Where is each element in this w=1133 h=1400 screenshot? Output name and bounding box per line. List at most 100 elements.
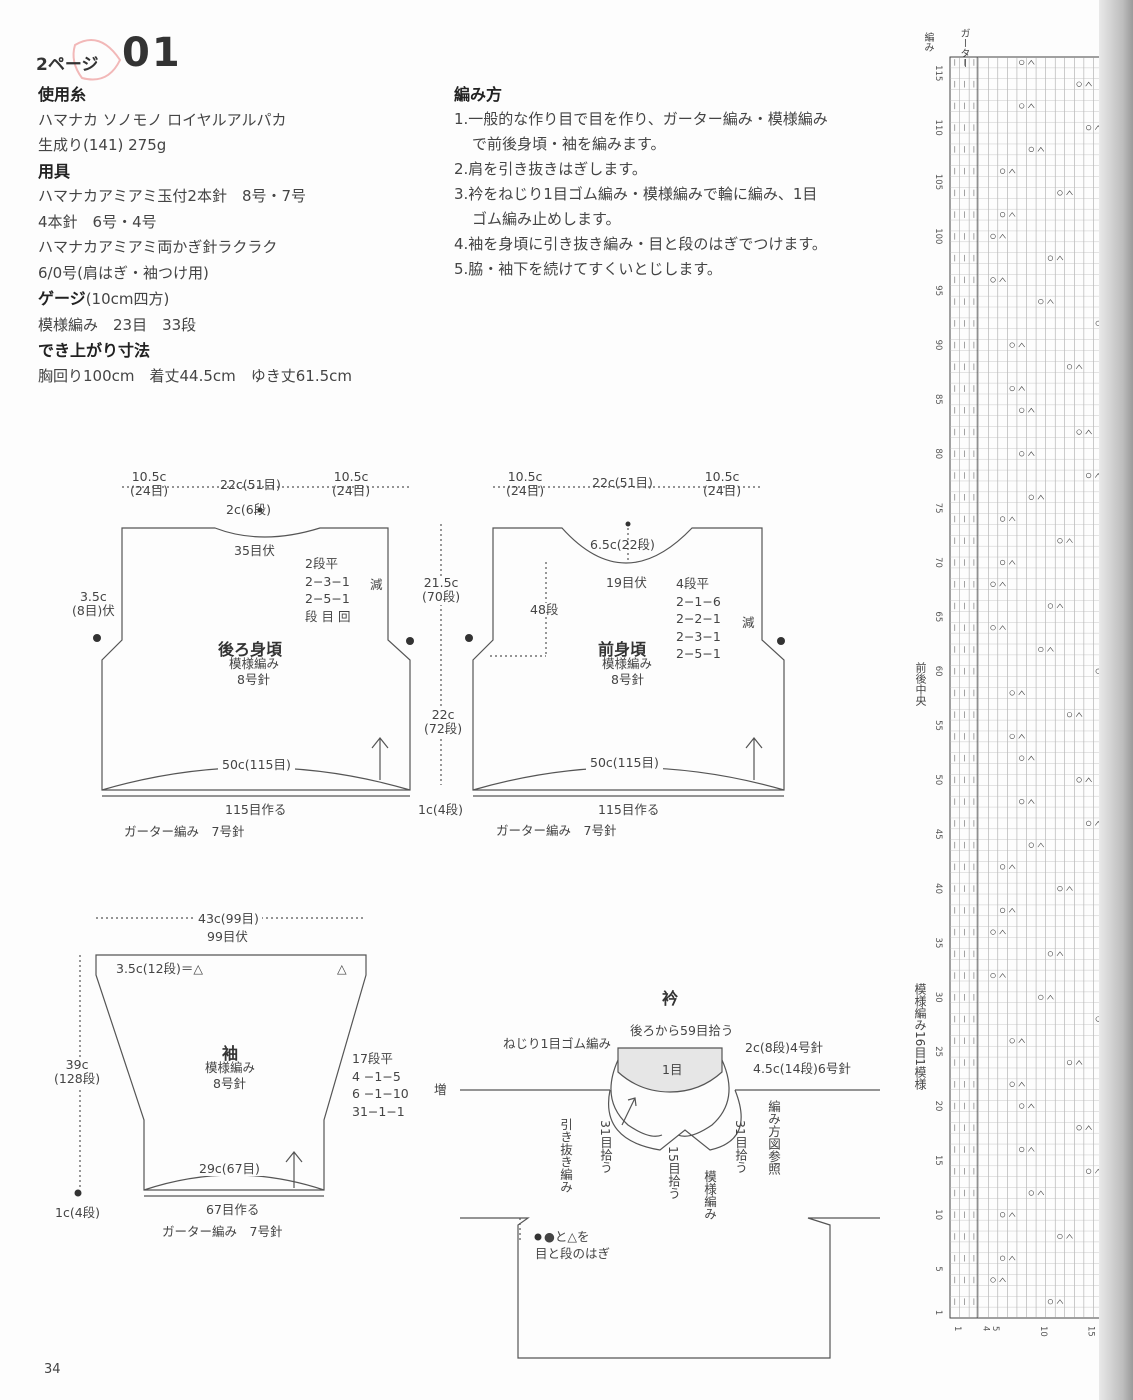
chart-decrease [1056, 255, 1064, 261]
chart-yarn-over [1066, 364, 1073, 370]
chart-decrease [1008, 168, 1016, 174]
chart-yarn-over [1086, 125, 1092, 131]
yarn-heading: 使用糸 [38, 85, 87, 104]
yarn-line: ハマナカ ソノモノ ロイヤルアルパカ [38, 110, 287, 129]
step-2: 2.肩を引き抜きはぎします。 [454, 160, 647, 178]
chart-decrease [1085, 81, 1092, 87]
chart-yarn-over [1057, 886, 1063, 892]
chart-yarn-over [1009, 385, 1015, 392]
chart-decrease [999, 625, 1006, 630]
chart-yarn-over [1009, 690, 1015, 696]
chart-decrease [1066, 886, 1073, 891]
back-width-left: 10.5c(24目) [130, 469, 169, 499]
chart-decrease [1028, 1147, 1035, 1152]
front-width-left: 10.5c(24目) [506, 469, 545, 499]
chart-decrease [1075, 1060, 1083, 1065]
page-reference: 2ページ [36, 55, 99, 75]
chart-repeat-label: 模様編み16目1模様 [913, 983, 927, 1090]
back-decrease-label: 減 [370, 577, 383, 592]
chart-row-label: 75 [933, 503, 943, 514]
chart-decrease [1008, 864, 1016, 870]
chart-yarn-over [1047, 603, 1054, 609]
chart-row-label: 95 [933, 285, 943, 296]
chart-yarn-over [990, 581, 996, 587]
chart-yarn-over [1076, 81, 1082, 87]
chart-yarn-over [999, 168, 1006, 174]
gauge-line: 模様編み 23目 33段 [38, 315, 197, 334]
chart-center-label: 前後中央 [914, 662, 927, 706]
size-heading: でき上がり寸法 [38, 341, 151, 360]
chart-decrease [1008, 907, 1016, 913]
step-4: 4.袖を身頃に引き抜き編み・目と段のはぎでつけます。 [454, 235, 827, 253]
chart-decrease [1028, 407, 1035, 413]
chart-col-label: 15 [1086, 1326, 1096, 1337]
chart-yarn-over [1028, 842, 1034, 848]
collar-reference: 編み方図参照 [766, 1100, 781, 1175]
chart-row-label: 100 [933, 228, 943, 244]
chart-decrease [1008, 559, 1016, 565]
chart-decrease [1037, 1190, 1045, 1196]
chart-row-label: 50 [933, 774, 943, 785]
collar-pick-back: 後ろから59目拾う [630, 1023, 734, 1038]
back-neck-bindoff: 35目伏 [234, 543, 275, 558]
chart-decrease [1047, 299, 1054, 304]
chart-col-label: 4 [980, 1326, 990, 1331]
step-1-cont: で前後身頃・袖を編みます。 [472, 135, 666, 153]
size-line: 胸回り100cm 着丈44.5cm ゆき丈61.5cm [38, 366, 353, 385]
front-garter: ガーター編み 7号針 [496, 823, 617, 838]
chart-yarn-over [1038, 646, 1044, 653]
tools-heading: 用具 [38, 161, 71, 181]
chart-yarn-over [1086, 472, 1092, 479]
chart-row-label: 115 [933, 65, 943, 81]
collar-rib: ねじり1目ゴム編み [503, 1036, 611, 1051]
front-width-mid: 22c(51目) [592, 475, 653, 490]
chart-row-label: 55 [933, 720, 943, 731]
chart-yarn-over [999, 1212, 1006, 1218]
yarn-line: 生成り(141) 275g [38, 136, 167, 154]
chart-row-label: 15 [933, 1155, 943, 1166]
chart-yarn-over [1057, 1233, 1063, 1240]
sleeve-top-width: 43c(99目) [195, 911, 262, 927]
chart-decrease [1018, 733, 1025, 739]
collar-join-1: ●と△を [544, 1229, 590, 1244]
chart-decrease [1085, 1125, 1092, 1130]
step-3-cont: ゴム編み止めします。 [472, 210, 621, 228]
front-neck-rows: 48段 [530, 602, 559, 618]
chart-decrease [1037, 494, 1045, 500]
chart-decrease [1018, 342, 1025, 348]
chart-decrease [1018, 690, 1025, 696]
chart-decrease [1028, 103, 1035, 109]
chart-yarn-over [1038, 994, 1044, 1000]
chart-yarn-over [1038, 298, 1044, 305]
chart-yarn-over [999, 559, 1006, 566]
chart-row-label: 90 [933, 340, 943, 351]
collar-pick-mid: 15目拾う [666, 1146, 681, 1200]
gauge-unit: (10cm四方) [85, 290, 170, 308]
chart-row-label: 25 [933, 1046, 943, 1057]
chart-yarn-over [1076, 1125, 1082, 1131]
chart-yarn-over [1047, 951, 1054, 957]
chart-yarn-over [1009, 733, 1015, 740]
front-width-right: 10.5c(24目) [703, 469, 742, 499]
chart-decrease [1018, 1038, 1025, 1043]
chart-yarn-over [1057, 190, 1063, 196]
chart-yarn-over [1076, 777, 1082, 783]
chart-decrease [999, 233, 1006, 239]
sleeve-cap: 3.5c(12段)＝△ [116, 961, 204, 976]
chart-decrease [1056, 1299, 1064, 1304]
chart-decrease [999, 973, 1006, 978]
sleeve-title: 袖 [222, 1044, 239, 1063]
tools-line: 4本針 6号・4号 [38, 212, 157, 231]
sleeve-pattern: 模様編み [205, 1060, 256, 1075]
back-width: 50c(115目) [218, 757, 295, 773]
chart-yarn-over [999, 864, 1006, 870]
collar-join-2: 目と段のはぎ [535, 1246, 611, 1261]
chart-row-label: 105 [933, 174, 943, 190]
back-width-mid: 22c(51目) [220, 477, 281, 492]
front-neck-bindoff: 19目伏 [606, 575, 647, 590]
collar-pattern-size: 4.5c(14段)6号針 [753, 1061, 851, 1076]
front-width: 50c(115目) [586, 755, 663, 771]
tools-line: ハマナカアミアミ玉付2本針 8号・7号 [38, 187, 307, 205]
